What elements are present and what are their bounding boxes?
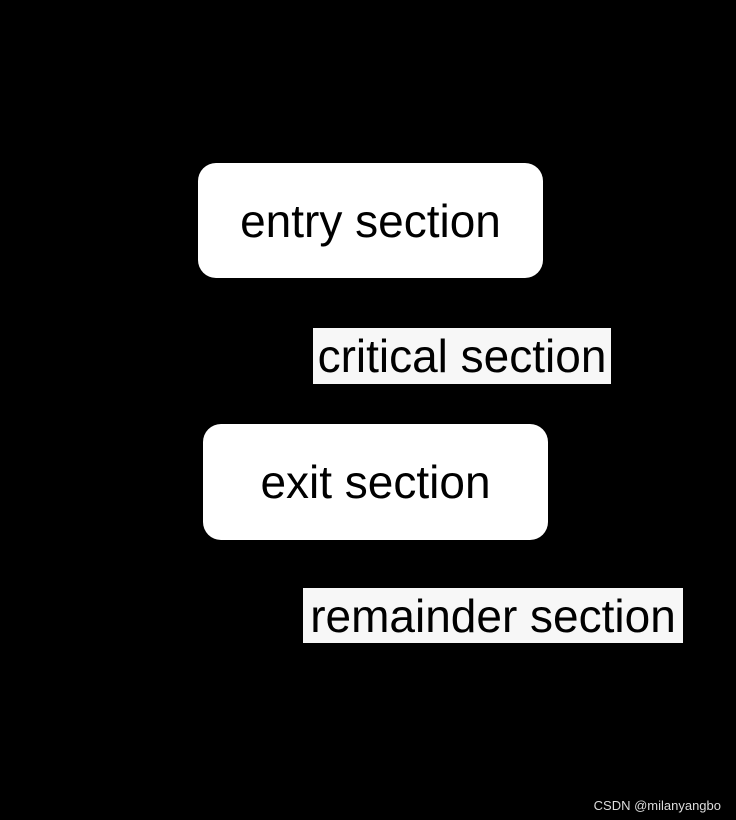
remainder-section-highlight: remainder section — [303, 588, 683, 643]
remainder-section-label: remainder section — [310, 589, 676, 642]
exit-section-label: exit section — [260, 456, 491, 508]
critical-section-highlight: critical section — [313, 328, 611, 384]
entry-section-box: entry section — [198, 163, 543, 278]
entry-section-label: entry section — [240, 194, 501, 247]
exit-section-box: exit section — [203, 424, 548, 540]
watermark: CSDN @milanyangbo — [593, 798, 721, 813]
critical-section-label: critical section — [317, 330, 607, 382]
